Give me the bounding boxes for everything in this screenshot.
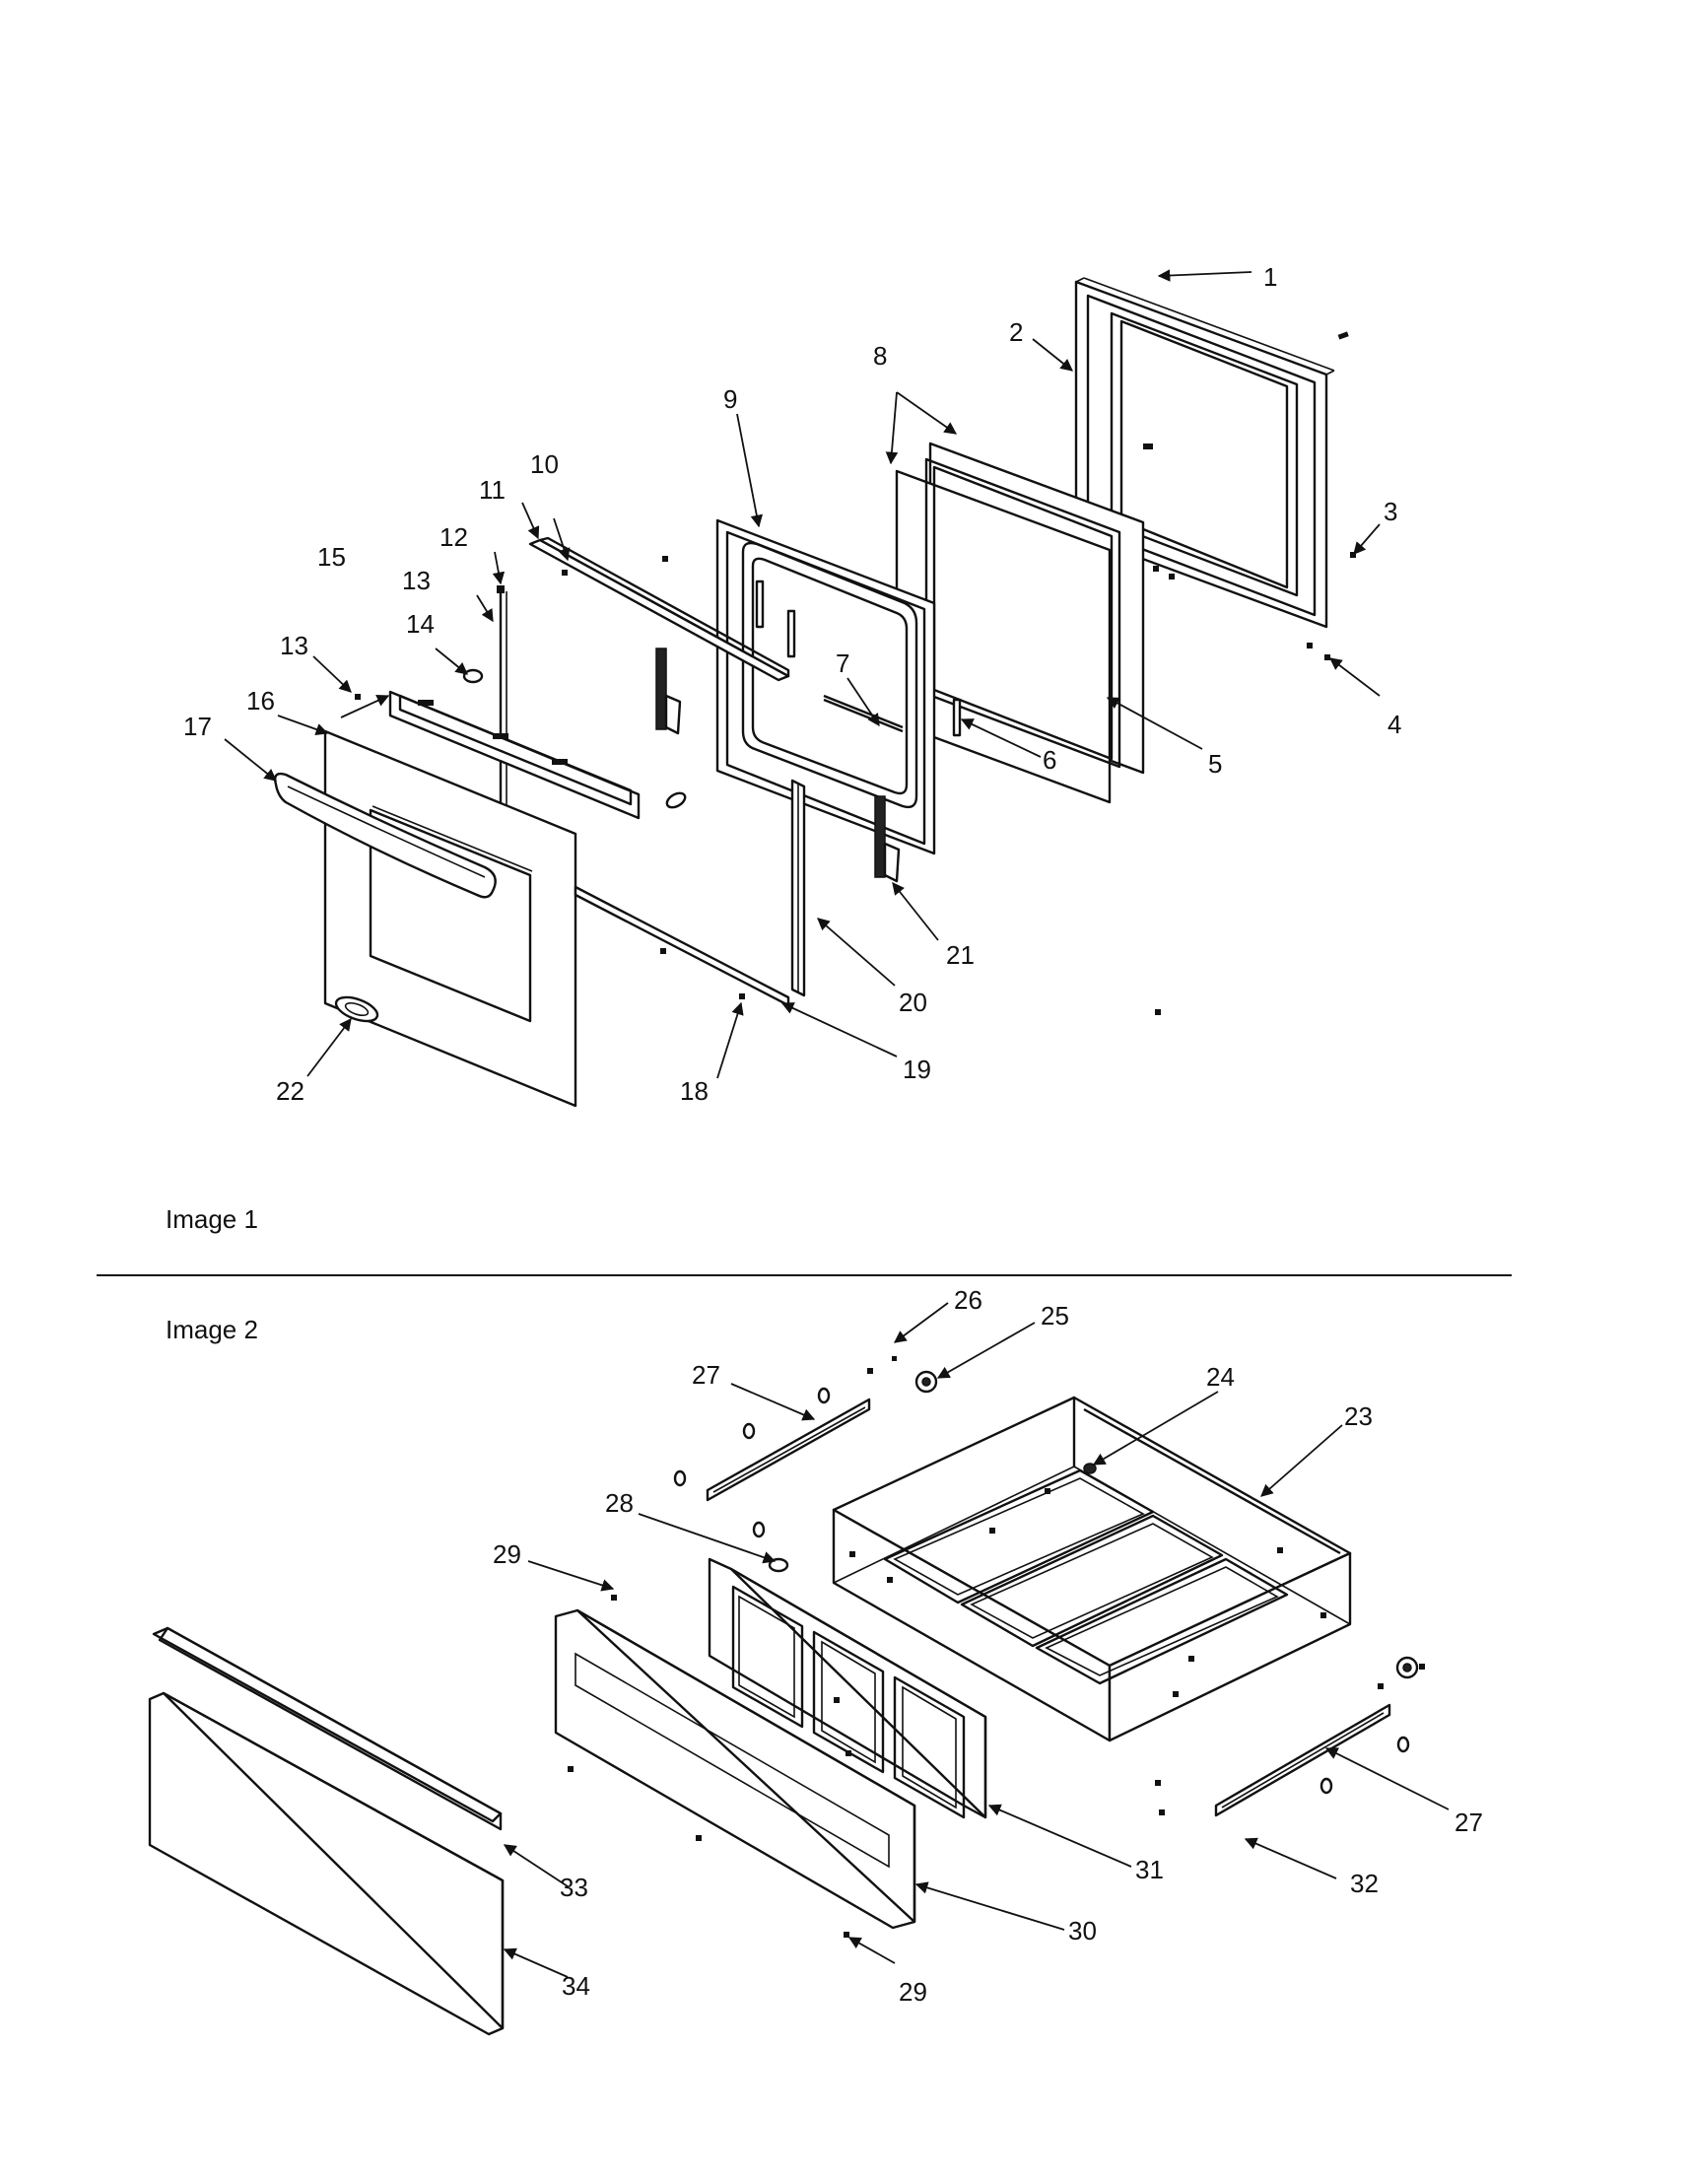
image1-leaders — [224, 269, 1381, 1079]
callout-21: 21 — [946, 940, 975, 970]
callout-24: 24 — [1206, 1362, 1235, 1392]
top-door-trim — [528, 536, 790, 682]
bottom-door-trim — [574, 885, 790, 1007]
callout-33: 33 — [560, 1873, 588, 1902]
callout-13a: 13 — [402, 566, 431, 595]
drawer-body — [832, 1396, 1352, 1742]
caption-image-1: Image 1 — [166, 1204, 258, 1234]
callout-5: 5 — [1208, 749, 1222, 779]
callout-30: 30 — [1068, 1916, 1097, 1945]
door-hinges — [655, 648, 962, 883]
callout-10: 10 — [530, 449, 559, 479]
callout-19: 19 — [903, 1055, 931, 1084]
callout-29b: 29 — [899, 1977, 927, 2007]
callout-29a: 29 — [493, 1539, 521, 1569]
callout-22: 22 — [276, 1076, 304, 1106]
door-badge — [334, 995, 379, 1023]
door-glass-panels — [895, 442, 1145, 804]
drawer-roller — [914, 1370, 1419, 1679]
callout-26: 26 — [954, 1285, 982, 1315]
inner-door-panel — [715, 518, 936, 855]
callout-13b: 13 — [280, 631, 308, 660]
callout-17: 17 — [183, 712, 212, 741]
vent-strip — [497, 585, 507, 814]
drawer-bumper — [1083, 1463, 1097, 1474]
caption-image-2: Image 2 — [166, 1315, 258, 1344]
callout-28: 28 — [605, 1488, 634, 1518]
callout-16: 16 — [246, 686, 275, 716]
callout-34: 34 — [562, 1971, 590, 2001]
callout-18: 18 — [680, 1076, 709, 1106]
drawer-top-trim — [152, 1626, 503, 1831]
callout-7: 7 — [836, 648, 849, 678]
drawer-rails — [706, 1398, 1391, 1817]
callout-6: 6 — [1043, 745, 1056, 775]
callout-9: 9 — [723, 384, 737, 414]
callout-15: 15 — [317, 542, 346, 572]
callout-25: 25 — [1041, 1301, 1069, 1331]
callout-20: 20 — [899, 988, 927, 1017]
callout-12: 12 — [440, 522, 468, 552]
rail-hardware — [673, 1356, 1410, 1815]
image2-callouts: 26 25 24 23 27 28 29 31 30 32 27 29 33 3… — [493, 1285, 1483, 2007]
callout-32: 32 — [1350, 1869, 1379, 1898]
callout-31: 31 — [1135, 1855, 1164, 1884]
callout-8: 8 — [873, 341, 887, 371]
image2-leaders — [503, 1302, 1450, 1978]
callout-14: 14 — [406, 609, 435, 639]
image1-callouts: 1 2 3 4 5 6 7 8 9 10 11 12 13 14 13 15 1… — [183, 262, 1401, 1106]
inner-drawer-front — [708, 1557, 987, 1819]
outer-drawer-panel — [148, 1691, 505, 2036]
callout-11: 11 — [479, 475, 506, 505]
callout-2: 2 — [1009, 317, 1023, 347]
oven-door-exploded-view — [273, 277, 1356, 1108]
drawer-exploded-view — [148, 1356, 1425, 2036]
door-bracket — [388, 668, 641, 820]
callout-27a: 27 — [692, 1360, 720, 1390]
callout-23: 23 — [1344, 1401, 1373, 1431]
callout-4: 4 — [1387, 710, 1401, 739]
outer-door-panel — [323, 729, 577, 1108]
callout-3: 3 — [1384, 497, 1397, 526]
callout-1: 1 — [1263, 262, 1277, 292]
callout-27b: 27 — [1454, 1808, 1483, 1837]
side-channel — [790, 779, 806, 997]
drawer-front-panel — [554, 1608, 916, 1930]
door-handle — [273, 772, 497, 899]
